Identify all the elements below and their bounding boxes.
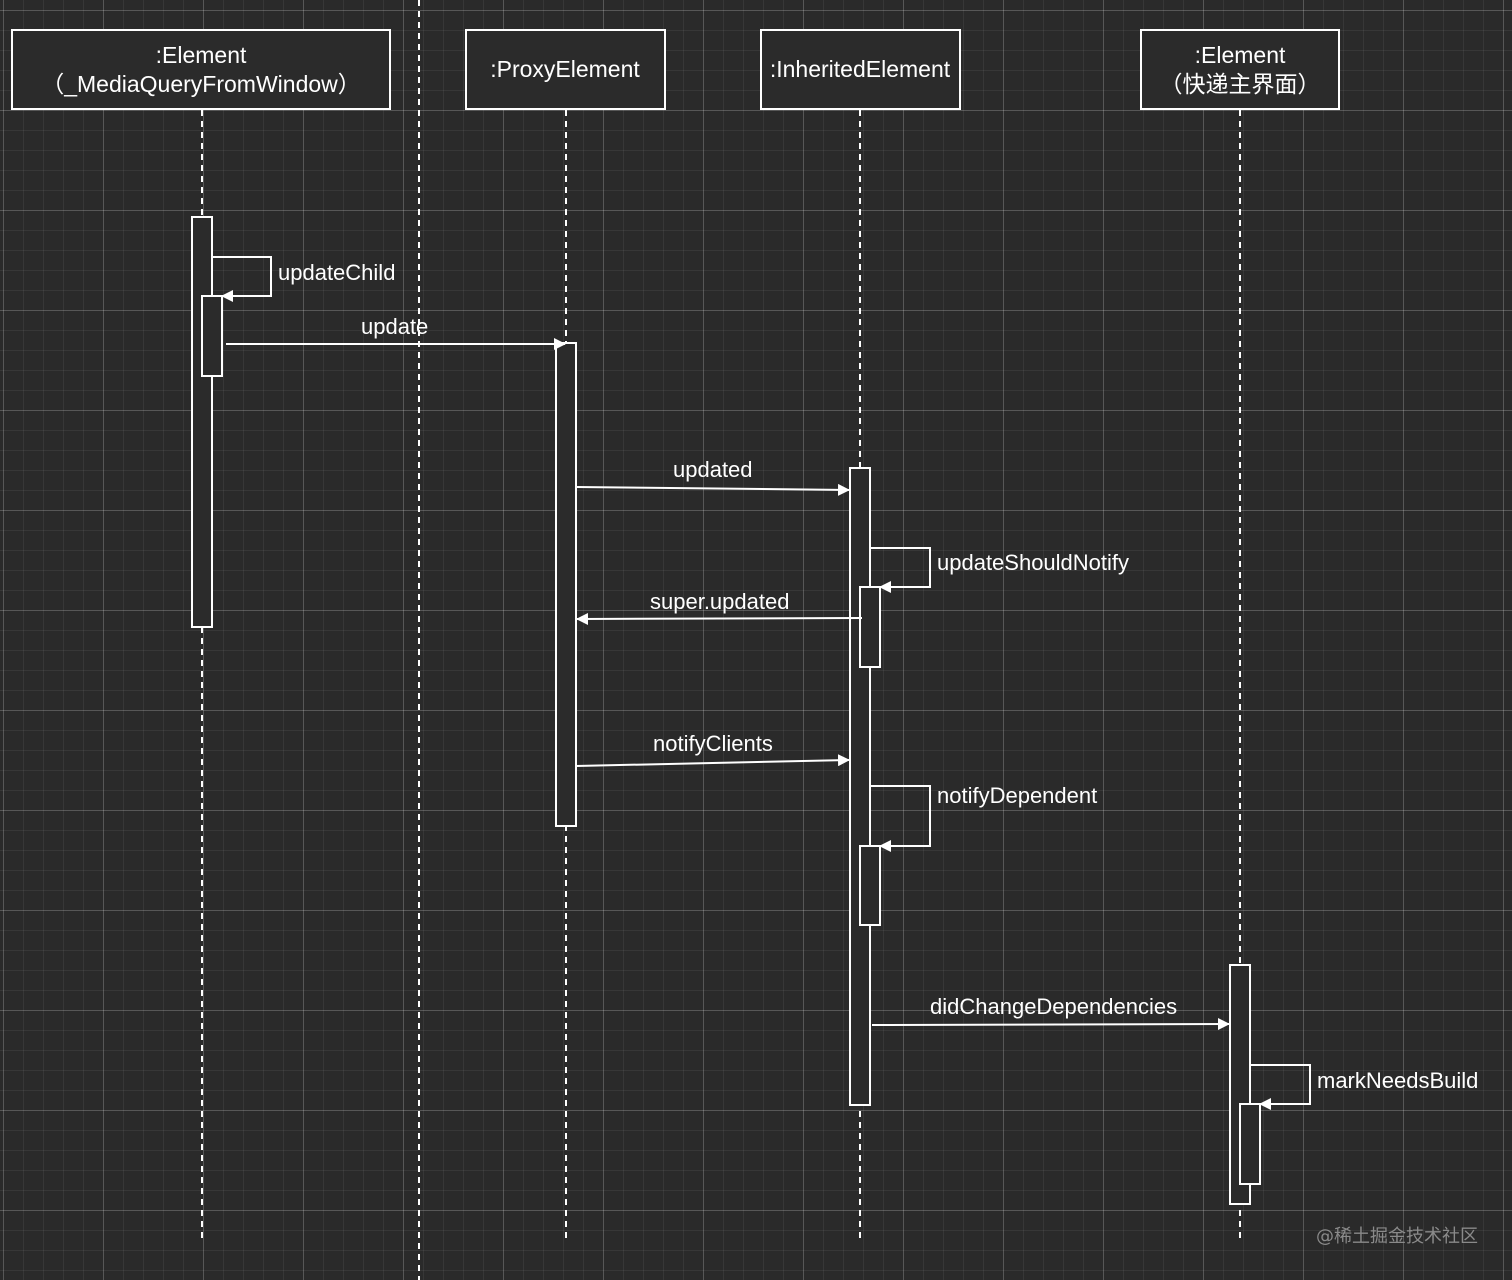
message-updated[interactable]: updated [575, 457, 850, 496]
activation-proxy [555, 342, 577, 827]
message-label: updated [673, 457, 753, 482]
message-update-should-notify[interactable]: updateShouldNotify [870, 547, 1129, 593]
message-update[interactable]: update [226, 314, 566, 350]
participant-proxy-element[interactable]: :ProxyElement [465, 29, 666, 110]
message-label: update [361, 314, 428, 339]
participant-inherited-element[interactable]: :InheritedElement [760, 29, 961, 110]
message-notify-dependent[interactable]: notifyDependent [870, 783, 1097, 852]
activation-media-query-nested [201, 295, 223, 377]
message-label: notifyClients [653, 731, 773, 756]
activation-media-query [191, 216, 213, 628]
message-did-change-dependencies[interactable]: didChangeDependencies [871, 994, 1230, 1031]
participant-subtitle: （_MediaQueryFromWindow） [41, 71, 361, 97]
participant-title: :InheritedElement [770, 56, 951, 82]
message-label: updateChild [278, 260, 395, 285]
participant-title: :Element [156, 42, 247, 68]
message-label: notifyDependent [937, 783, 1097, 808]
participant-media-query-element[interactable]: :Element （_MediaQueryFromWindow） [11, 29, 391, 110]
message-label: didChangeDependencies [930, 994, 1177, 1019]
message-mark-needs-build[interactable]: markNeedsBuild [1250, 1064, 1478, 1110]
message-update-child[interactable]: updateChild [212, 256, 395, 302]
message-label: markNeedsBuild [1317, 1068, 1478, 1093]
message-label: super.updated [650, 589, 789, 614]
participant-title: :ProxyElement [490, 56, 640, 82]
message-label: updateShouldNotify [937, 550, 1129, 575]
participant-express-main-element[interactable]: :Element （快递主界面） [1140, 29, 1340, 110]
watermark: @稀土掘金技术社区 [1316, 1226, 1478, 1247]
participant-subtitle: （快递主界面） [1160, 71, 1321, 97]
activation-inherited-nested-1 [859, 586, 881, 668]
message-super-updated[interactable]: super.updated [576, 589, 863, 625]
participant-title: :Element [1195, 42, 1286, 68]
message-notify-clients[interactable]: notifyClients [575, 731, 850, 767]
activation-inherited-nested-2 [859, 845, 881, 926]
activation-inherited [849, 467, 871, 1106]
activation-express-main-nested [1239, 1103, 1261, 1185]
